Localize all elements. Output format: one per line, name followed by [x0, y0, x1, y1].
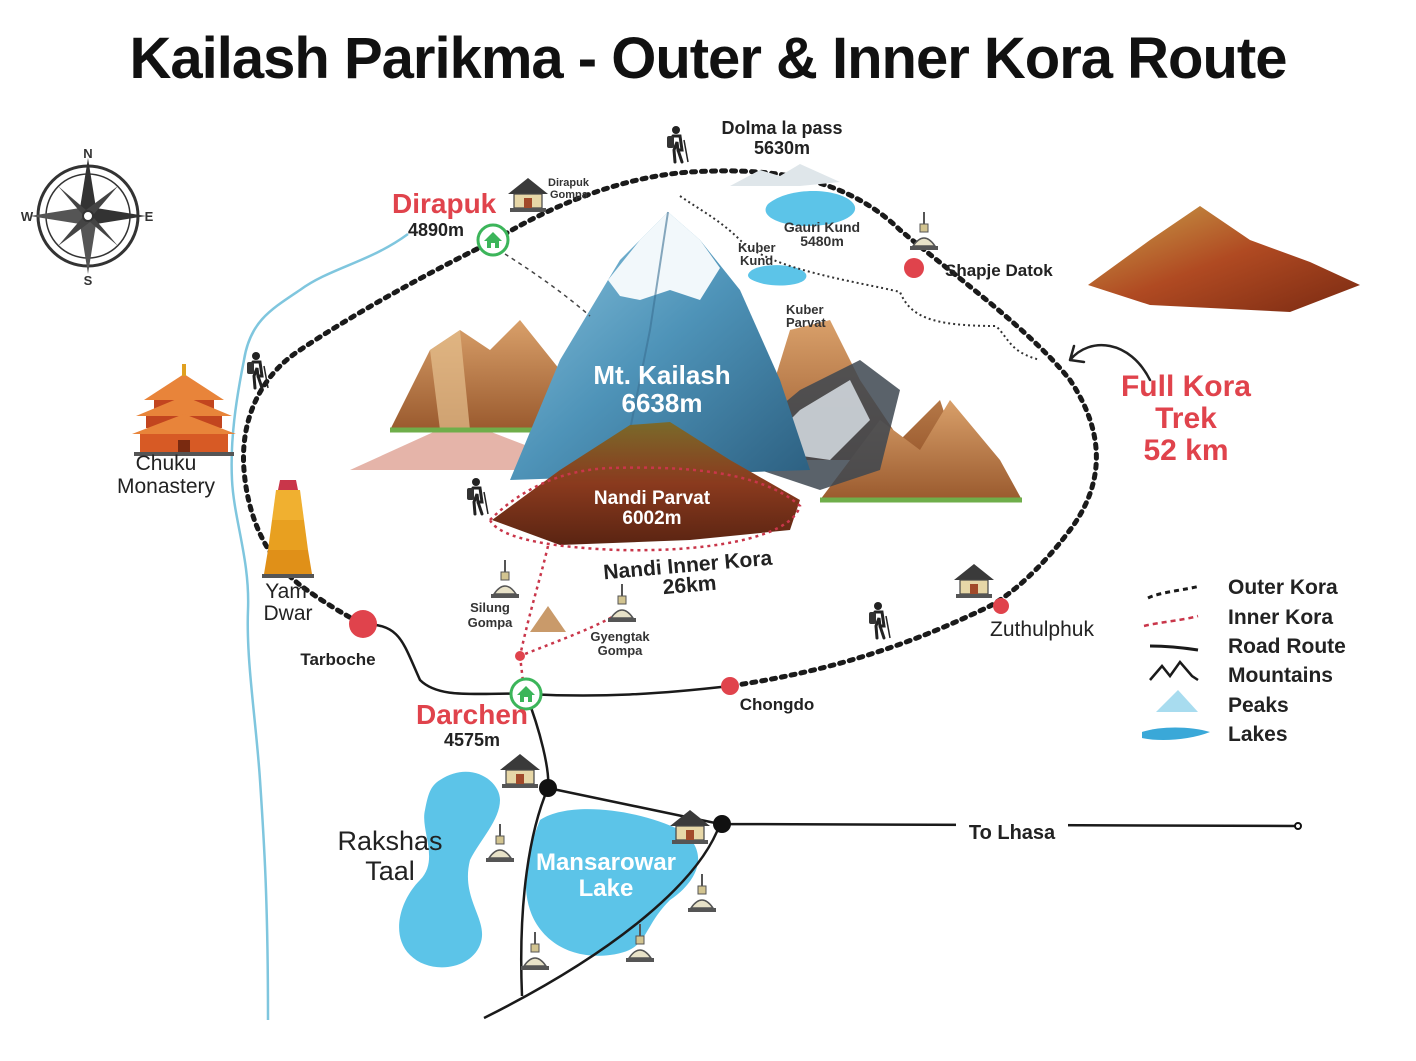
- stupa-icon: [687, 873, 717, 913]
- inner-kora-marker: [515, 651, 525, 661]
- gyengtak-label-2: Gompa: [598, 643, 644, 658]
- map-title: Kailash Parikma - Outer & Inner Kora Rou…: [130, 26, 1287, 91]
- legend-lakes-icon: [1142, 727, 1210, 740]
- zuthulphuk-gompa-icon: [953, 563, 995, 599]
- full-kora-distance: 52 km: [1143, 434, 1228, 467]
- mt-kailash-elevation: 6638m: [622, 388, 703, 418]
- compass-north: N: [83, 146, 92, 161]
- gauri-kund-label: Gauri Kund: [784, 219, 860, 235]
- silung-label-1: Silung: [470, 600, 510, 615]
- legend-lakes: Lakes: [1228, 723, 1288, 746]
- dolma-la-label: Dolma la pass: [721, 118, 842, 138]
- compass-rose-icon: [30, 158, 146, 274]
- legend-inner-kora-swatch: [1143, 614, 1199, 628]
- legend-peaks-icon: [1156, 690, 1198, 712]
- distant-mountain: [1088, 206, 1360, 312]
- rakshas-taal-lake: [399, 771, 500, 968]
- full-kora-label-1: Full Kora: [1121, 370, 1251, 403]
- legend-inner-kora: Inner Kora: [1228, 606, 1333, 629]
- yam-dwar-gate-icon: [262, 480, 314, 578]
- stupa-icon: [520, 931, 550, 971]
- shapje-datok-label: Shapje Datok: [945, 261, 1053, 280]
- dolma-la-peaks-icon: [730, 164, 840, 186]
- lhasa-road-end-marker: [1294, 822, 1302, 830]
- gyengtak-gompa-icon: [607, 583, 637, 623]
- compass-west: W: [21, 209, 34, 224]
- chuku-label-1: Chuku: [136, 452, 197, 475]
- zuthulphuk-marker: [993, 598, 1009, 614]
- gauri-kund-elevation: 5480m: [800, 233, 844, 249]
- nandi-parvat-mountain: [492, 422, 800, 545]
- legend-mountains: Mountains: [1228, 664, 1333, 687]
- mansarowar-label-2: Lake: [579, 875, 634, 902]
- yam-dwar-label-2: Dwar: [263, 602, 312, 625]
- chuku-label-2: Monastery: [117, 475, 216, 498]
- chongdo-marker: [721, 677, 739, 695]
- to-lhasa-label: To Lhasa: [969, 822, 1056, 844]
- full-kora-label-2: Trek: [1155, 402, 1217, 435]
- silung-label-2: Gompa: [468, 615, 514, 630]
- darchen-elevation: 4575m: [444, 730, 500, 750]
- small-hill-icon: [530, 606, 566, 632]
- nandi-parvat-label: Nandi Parvat: [594, 488, 711, 509]
- shapje-datok-marker: [904, 258, 924, 278]
- legend-peaks: Peaks: [1228, 694, 1289, 717]
- legend-road-swatch: [1149, 644, 1199, 652]
- legend-outer-kora: Outer Kora: [1228, 576, 1338, 599]
- kuber-parvat-label-2: Parvat: [786, 315, 826, 330]
- gauri-kund-lake: [765, 191, 856, 226]
- dirapuk-elevation: 4890m: [408, 220, 464, 240]
- dirapuk-gompa-label-2: Gompa: [550, 189, 589, 201]
- legend-road-route: Road Route: [1228, 635, 1346, 658]
- hiker-icon: [465, 476, 490, 516]
- stupa-icon: [909, 211, 939, 251]
- outer-kora-route: [241, 168, 1099, 689]
- chongdo-label: Chongdo: [740, 695, 815, 714]
- chuku-monastery-icon: [132, 364, 236, 456]
- dirapuk-gompa-label-1: Dirapuk: [548, 177, 590, 189]
- dirapuk-gompa-icon: [507, 177, 549, 213]
- river: [230, 232, 409, 1021]
- yam-dwar-label-1: Yam: [265, 580, 307, 603]
- mansarowar-label-1: Mansarowar: [536, 849, 676, 876]
- hiker-icon: [867, 600, 892, 640]
- legend-outer-kora-swatch: [1147, 584, 1201, 600]
- kuber-kund-label-2: Kund: [740, 253, 773, 268]
- kuber-kund-lake: [748, 265, 807, 286]
- compass-east: E: [145, 209, 154, 224]
- map-legend: Outer Kora Inner Kora Road Route Mountai…: [1142, 576, 1346, 746]
- stupa-icon: [485, 823, 515, 863]
- tarboche-marker: [349, 610, 377, 638]
- full-kora-arrow-icon: [1068, 344, 1152, 382]
- dolma-la-elevation: 5630m: [754, 138, 810, 158]
- nandi-parvat-elevation: 6002m: [622, 508, 681, 529]
- mt-kailash-label: Mt. Kailash: [593, 360, 730, 390]
- compass-south: S: [84, 273, 93, 288]
- zuthulphuk-label: Zuthulphuk: [990, 618, 1094, 641]
- gyengtak-label-1: Gyengtak: [590, 629, 650, 644]
- rakshas-label-1: Rakshas: [337, 826, 442, 856]
- hiker-icon: [665, 124, 690, 164]
- road-junction-marker: [539, 779, 557, 797]
- tarboche-label: Tarboche: [300, 650, 375, 669]
- darchen-gompa-icon: [499, 753, 541, 789]
- rakshas-label-2: Taal: [365, 856, 415, 886]
- dirapuk-trail: [504, 253, 591, 317]
- road-junction-marker: [713, 815, 731, 833]
- legend-mountains-icon: [1149, 659, 1199, 682]
- road-route: [361, 622, 1297, 1020]
- mansarowar-lake: [525, 809, 699, 956]
- kuber-parvat-label-1: Kuber: [786, 302, 824, 317]
- nandi-inner-kora-distance: 26km: [662, 572, 718, 600]
- dirapuk-label: Dirapuk: [392, 188, 497, 219]
- kuber-kund-label-1: Kuber: [738, 240, 776, 255]
- silung-gompa-icon: [490, 559, 520, 599]
- darchen-label: Darchen: [416, 699, 528, 730]
- dirapuk-home-icon: [476, 223, 510, 257]
